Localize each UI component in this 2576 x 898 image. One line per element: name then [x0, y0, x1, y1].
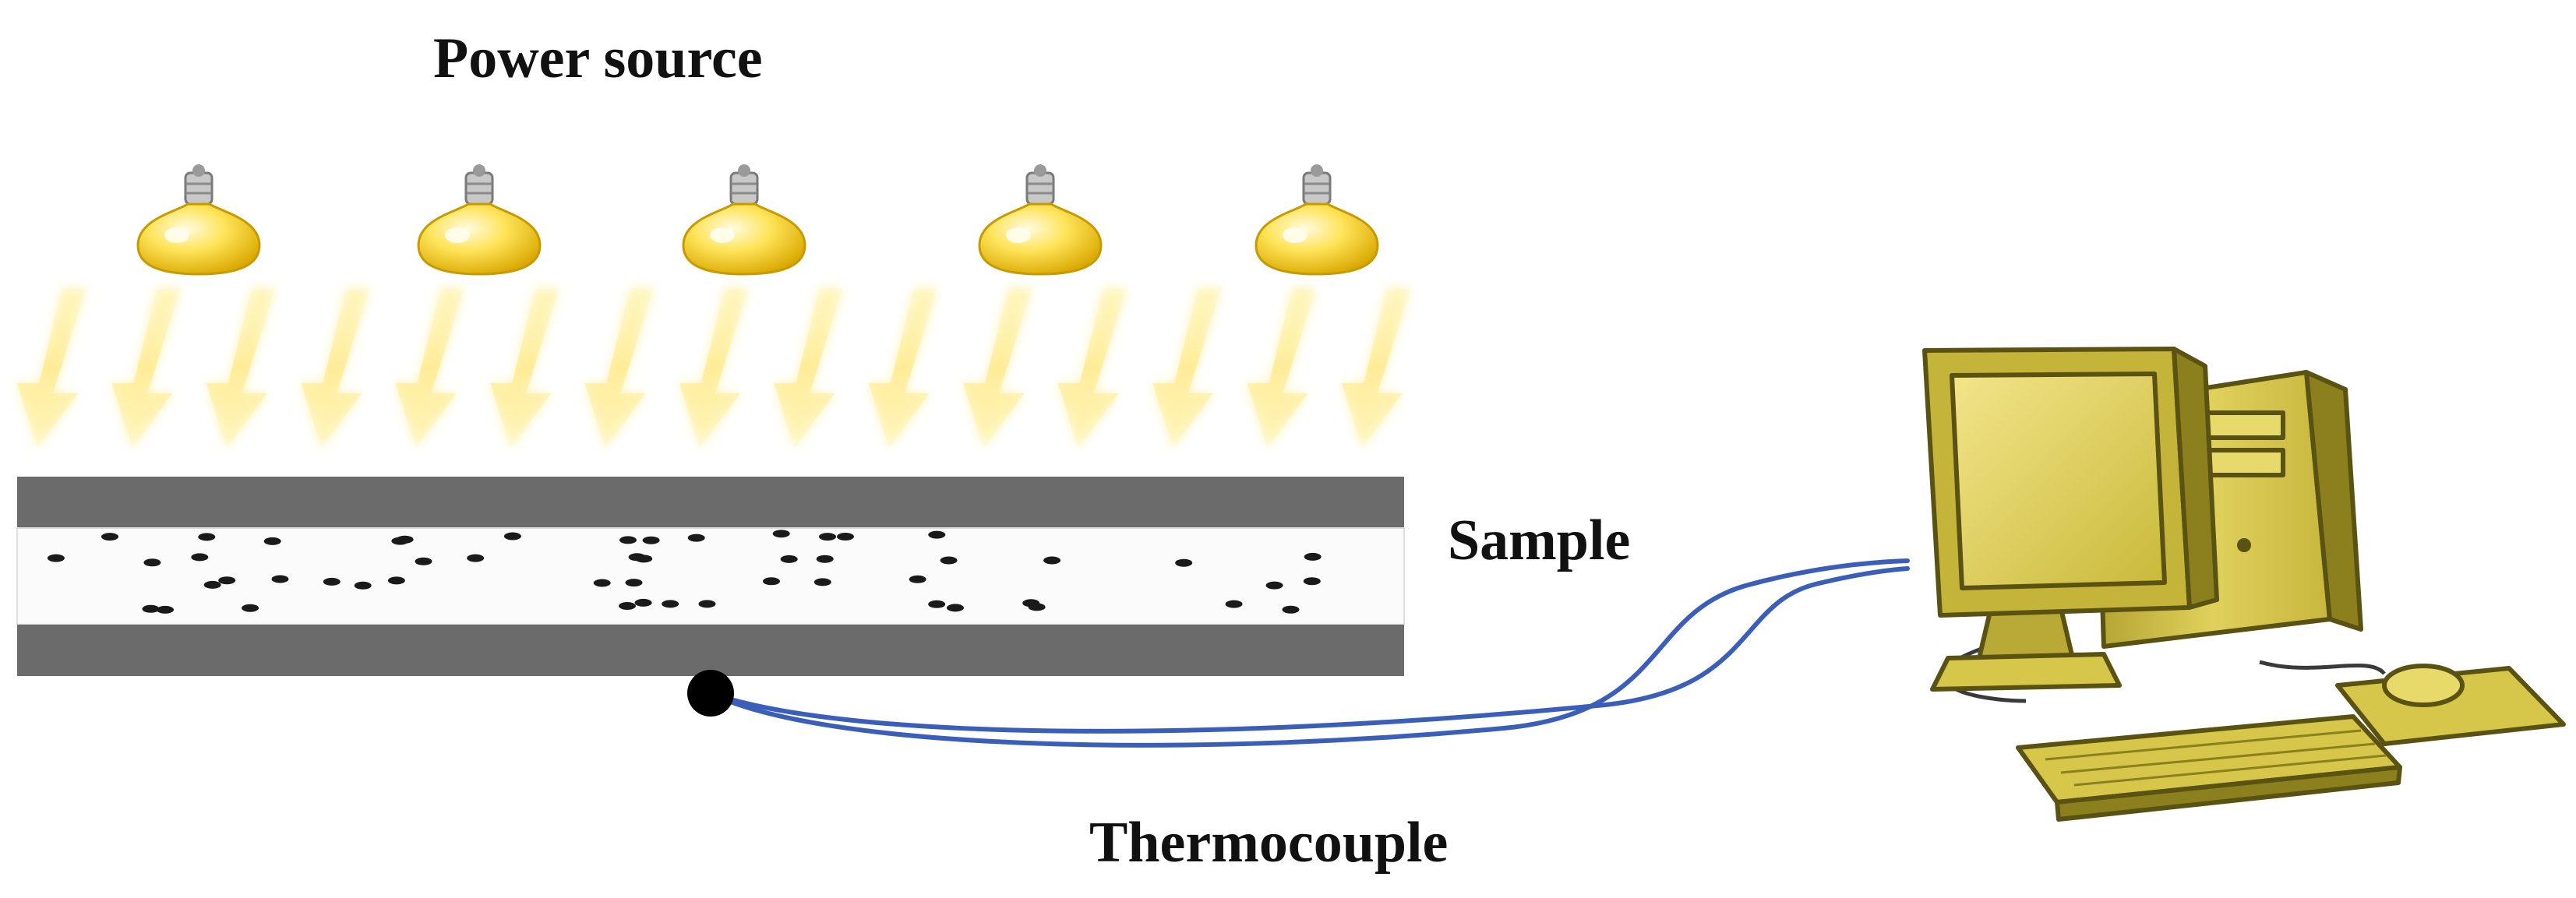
sample-particle: [1225, 600, 1243, 608]
sample-particle: [928, 530, 946, 539]
heat-arrow: [111, 288, 181, 448]
sample-particle: [1028, 603, 1046, 611]
heat-arrow: [679, 288, 748, 448]
sample-particle: [157, 605, 174, 614]
thermocouple-label: Thermocouple: [1089, 811, 1449, 875]
sample-particle: [242, 604, 259, 612]
thermocouple-wire: [708, 558, 1910, 748]
sample-particle: [271, 575, 289, 583]
top-plate: [17, 477, 1404, 528]
heat-arrow: [963, 288, 1032, 448]
light-bulb-icon: [1254, 164, 1379, 276]
sample-particle: [635, 555, 653, 563]
sample-particle: [387, 576, 405, 585]
heat-arrow: [17, 288, 86, 448]
sample-particle: [1282, 605, 1300, 614]
sample-particle: [909, 575, 926, 583]
sample-particle: [662, 600, 679, 608]
sample-panel: [16, 477, 1405, 676]
heat-arrow: [1152, 288, 1222, 448]
heat-arrow: [490, 288, 559, 448]
sample-particle: [642, 536, 660, 544]
sample-particle: [1043, 556, 1061, 565]
sample-particle: [1303, 577, 1321, 586]
sample-particle: [940, 556, 958, 565]
thermocouple-junction: [687, 670, 734, 717]
sample-particle: [1175, 558, 1193, 567]
sample-particle: [391, 537, 409, 545]
heat-arrow: [206, 288, 275, 448]
bottom-plate: [17, 625, 1404, 676]
sample-particle: [837, 533, 854, 541]
light-bulbs: [136, 164, 1379, 276]
sample-particle: [47, 554, 65, 562]
heat-arrow: [301, 288, 370, 448]
heat-arrow: [395, 288, 464, 448]
sample-particle: [1304, 552, 1322, 561]
light-bulb-icon: [136, 164, 261, 276]
sample-particle: [101, 533, 118, 541]
sample-particle: [218, 576, 236, 585]
sample-core: [16, 527, 1405, 625]
sample-particle: [1265, 581, 1283, 590]
power-source-label: Power source: [433, 26, 763, 90]
sample-particle: [772, 530, 790, 538]
desktop-computer-icon: [1922, 347, 2566, 822]
sample-particle: [619, 536, 637, 544]
sample-particle: [198, 533, 216, 541]
sample-particle: [323, 577, 341, 586]
heat-arrow: [1247, 288, 1316, 448]
sample-particle: [619, 602, 636, 610]
heat-arrow: [1342, 288, 1410, 448]
sample-particle: [625, 579, 643, 587]
heat-arrow: [774, 288, 843, 448]
sample-particle: [503, 532, 521, 541]
sample-particle: [263, 537, 281, 545]
light-bulb-icon: [417, 164, 542, 276]
heat-arrow: [1057, 288, 1127, 448]
sample-particle: [634, 598, 652, 607]
heat-arrow: [584, 288, 654, 448]
sample-particle: [191, 553, 209, 562]
heat-arrow: [868, 288, 937, 448]
sample-particle: [142, 604, 160, 613]
sample-particle: [593, 579, 611, 587]
sample-particle: [687, 534, 705, 542]
sample-particle: [415, 557, 432, 565]
sample-particle: [203, 580, 221, 589]
sample-particle: [780, 555, 798, 563]
light-bulb-icon: [978, 164, 1103, 276]
sample-particle: [947, 604, 964, 612]
sample-particle: [813, 578, 831, 586]
sample-particle: [354, 581, 372, 590]
heat-arrows: [17, 288, 1410, 448]
sample-particle: [467, 554, 485, 562]
sample-particle: [928, 600, 946, 608]
sample-label: Sample: [1448, 509, 1631, 572]
sample-particle: [143, 558, 161, 567]
sample-particle: [698, 600, 716, 608]
sample-particle: [816, 555, 834, 563]
sample-particle: [763, 577, 780, 586]
light-bulb-icon: [682, 164, 806, 276]
sample-particle: [819, 533, 836, 541]
sample-particles: [47, 530, 1322, 614]
